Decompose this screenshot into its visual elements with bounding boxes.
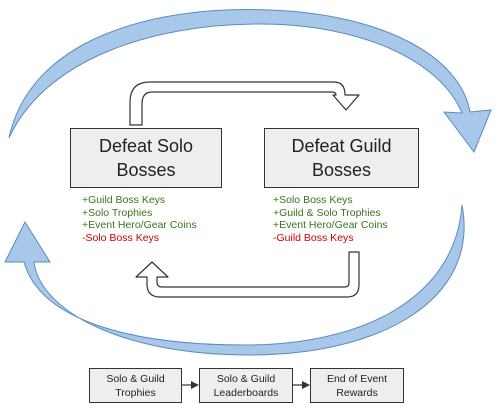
defeat-solo-bosses-box: Defeat Solo Bosses (70, 128, 222, 188)
solo-effect-2: +Solo Trophies (82, 206, 153, 219)
defeat-solo-bosses-label: Defeat Solo Bosses (98, 136, 194, 180)
flow-step-trophies: Solo & Guild Trophies (89, 368, 182, 403)
flow-step-rewards-label: End of Event Rewards (326, 372, 388, 399)
solo-effect-3: +Event Hero/Gear Coins (82, 219, 197, 231)
defeat-guild-bosses-box: Defeat Guild Bosses (264, 128, 419, 188)
flow-step-leaderboards-label: Solo & Guild Leaderboards (213, 372, 279, 399)
flow-arrow-1-head (191, 381, 199, 389)
solo-effect-4: -Solo Boss Keys (82, 231, 160, 244)
connector-arrow-bottom (135, 251, 360, 298)
guild-effect-1: +Solo Boss Keys (273, 194, 353, 206)
guild-effect-4: -Guild Boss Keys (273, 231, 354, 244)
flow-step-leaderboards: Solo & Guild Leaderboards (199, 368, 293, 403)
solo-effects-list: +Guild Boss Keys +Solo Trophies +Event H… (82, 194, 197, 244)
guild-effect-3: +Event Hero/Gear Coins (273, 219, 388, 231)
guild-effects-list: +Solo Boss Keys +Guild & Solo Trophies +… (273, 194, 388, 244)
guild-effect-2: +Guild & Solo Trophies (273, 206, 381, 219)
flow-arrow-2-head (302, 381, 310, 389)
cycle-arrow-bottom (4, 204, 465, 356)
flow-step-rewards: End of Event Rewards (310, 368, 404, 403)
defeat-guild-bosses-label: Defeat Guild Bosses (291, 136, 392, 180)
flow-step-trophies-label: Solo & Guild Trophies (106, 372, 165, 399)
cycle-arrow-top (8, 9, 492, 154)
solo-effect-1: +Guild Boss Keys (82, 194, 166, 206)
connector-arrow-top (129, 81, 360, 126)
